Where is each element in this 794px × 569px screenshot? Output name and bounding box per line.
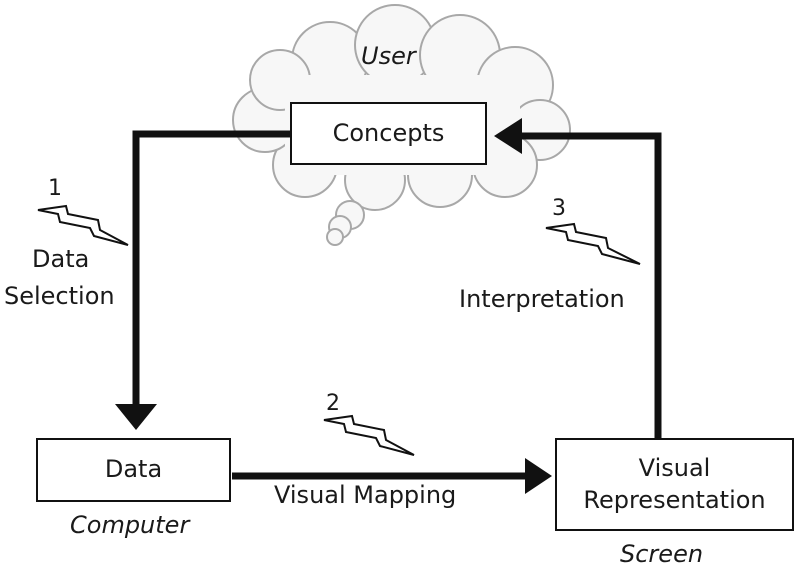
computer-label: Computer (70, 511, 190, 539)
interpretation-arrow (494, 118, 662, 438)
interpretation-label: Interpretation (459, 285, 625, 313)
concepts-box: Concepts (290, 102, 487, 165)
lightning-bolt-3-icon (545, 222, 641, 265)
screen-label: Screen (620, 540, 704, 568)
visual-mapping-arrow (232, 458, 552, 494)
user-label: User (361, 42, 416, 70)
data-selection-label-line1: Data (32, 245, 90, 273)
lightning-bolt-2-icon (323, 414, 415, 456)
visual-mapping-label: Visual Mapping (274, 481, 457, 509)
step-2-number: 2 (326, 391, 340, 416)
lightning-bolt-1-icon (37, 204, 129, 246)
data-label: Data (104, 455, 163, 484)
data-selection-label-line2: Selection (4, 282, 115, 310)
data-box: Data (36, 438, 231, 502)
visual-representation-label-line1: Visual (638, 454, 711, 483)
data-selection-arrow (115, 130, 290, 430)
visual-representation-box: Visual Representation (555, 438, 794, 531)
step-1-number: 1 (48, 176, 62, 201)
visual-representation-label-line2: Representation (583, 485, 766, 514)
concepts-label: Concepts (332, 118, 445, 147)
step-3-number: 3 (552, 196, 566, 221)
